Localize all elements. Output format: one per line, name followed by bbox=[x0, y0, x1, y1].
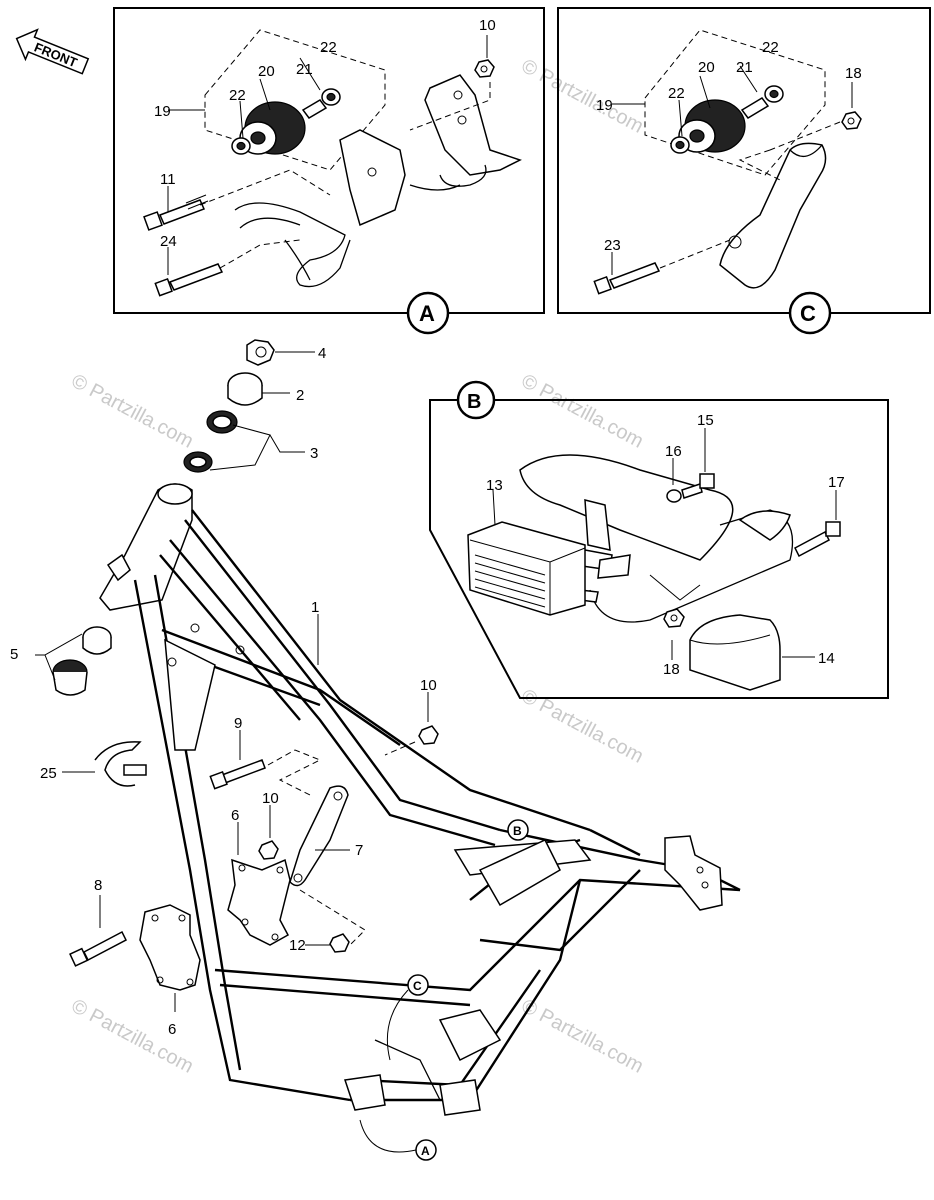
frame-tube-icon bbox=[519, 454, 734, 561]
top-tube-icon bbox=[184, 519, 501, 832]
callout-20-label: 20 bbox=[698, 59, 715, 76]
callout-10-label: 10 bbox=[262, 790, 279, 807]
callout-11-label: 11 bbox=[160, 171, 176, 188]
nut-10-icon bbox=[474, 59, 495, 78]
bracket-tube-icon bbox=[234, 202, 351, 288]
watermark-text: © Partzilla.com bbox=[518, 370, 647, 453]
callout-2-label: 2 bbox=[296, 387, 304, 404]
watermark-text: © Partzilla.com bbox=[518, 55, 647, 138]
callout-23-label: 23 bbox=[604, 237, 621, 254]
callout-21-label: 21 bbox=[736, 59, 753, 76]
callout-12-label: 12 bbox=[289, 937, 306, 954]
nut-18-icon bbox=[841, 111, 862, 130]
watermark-text: © Partzilla.com bbox=[518, 995, 647, 1078]
rear-bracket-icon bbox=[664, 835, 723, 911]
front-arrow-icon bbox=[15, 28, 90, 75]
regulator-13-icon bbox=[467, 521, 586, 616]
cover-14-icon bbox=[689, 614, 781, 691]
down-tube-icon bbox=[133, 579, 351, 1102]
callout-3-label: 3 bbox=[310, 445, 318, 462]
detail-b-ref-label: B bbox=[513, 824, 522, 838]
callout-13-label: 13 bbox=[486, 477, 503, 494]
bolt-9-icon bbox=[221, 759, 266, 784]
sleeve-21-icon bbox=[301, 99, 328, 119]
callout-15-label: 15 bbox=[697, 412, 714, 429]
callout-19-label: 19 bbox=[154, 103, 171, 120]
detail-b-marker bbox=[456, 380, 496, 420]
detail-c-border bbox=[557, 7, 931, 314]
callout-22-label: 22 bbox=[762, 39, 779, 56]
sleeve-21-icon bbox=[740, 97, 770, 119]
bolt-17-icon bbox=[794, 530, 830, 558]
plate-6-icon bbox=[227, 858, 291, 946]
callout-10-label: 10 bbox=[479, 17, 496, 34]
detail-a-panel: 19 20 21 22 22 11 24 10 A bbox=[113, 7, 545, 335]
callout-5-label: 5 bbox=[10, 646, 18, 663]
bolt-24-icon bbox=[154, 278, 173, 297]
detail-c-ref-label: C bbox=[413, 979, 422, 993]
bolt-15-icon bbox=[681, 483, 703, 499]
callout-10-label: 10 bbox=[420, 677, 437, 694]
nut-4-icon bbox=[246, 339, 275, 366]
callout-22-label: 22 bbox=[668, 85, 685, 102]
nut-10-icon bbox=[258, 840, 279, 860]
mount-7-icon bbox=[289, 785, 349, 887]
detail-a-marker bbox=[406, 291, 450, 335]
callout-21-label: 21 bbox=[296, 61, 313, 78]
band-25-icon bbox=[94, 741, 142, 787]
bracket-c-icon bbox=[719, 142, 827, 289]
callout-19-label: 19 bbox=[596, 97, 613, 114]
bolt-23-icon bbox=[593, 276, 612, 295]
front-arrow: FRONT bbox=[15, 28, 90, 75]
callout-6-label: 6 bbox=[231, 807, 239, 824]
callout-22-label: 22 bbox=[320, 39, 337, 56]
nut-12-icon bbox=[329, 933, 350, 953]
callout-25-label: 25 bbox=[40, 765, 57, 782]
nut-18-icon bbox=[663, 608, 685, 628]
callout-18-label: 18 bbox=[663, 661, 680, 678]
detail-a-ref-label: A bbox=[421, 1144, 430, 1158]
callout-17-label: 17 bbox=[828, 474, 845, 491]
callout-8-label: 8 bbox=[94, 877, 102, 894]
detail-a-border bbox=[113, 7, 545, 314]
bolt-11-icon bbox=[143, 211, 163, 231]
detail-b-border bbox=[429, 399, 889, 699]
washer-16-icon bbox=[666, 489, 682, 503]
callout-6-label: 6 bbox=[168, 1021, 176, 1038]
watermark-text: © Partzilla.com bbox=[68, 370, 197, 453]
detail-a-marker-label: A bbox=[419, 301, 435, 326]
callout-9-label: 9 bbox=[234, 715, 242, 732]
front-arrow-label: FRONT bbox=[32, 40, 79, 71]
callout-20-label: 20 bbox=[258, 63, 275, 80]
main-frame: 1 B C A 4 2 3 5 25 9 10 bbox=[10, 339, 741, 1161]
callout-1-label: 1 bbox=[311, 599, 319, 616]
callout-7-label: 7 bbox=[355, 842, 363, 859]
plate-6-icon bbox=[139, 904, 201, 991]
detail-c-panel: 19 20 21 22 22 18 23 C bbox=[557, 7, 931, 335]
watermark-text: © Partzilla.com bbox=[68, 995, 197, 1078]
detail-c-marker bbox=[788, 291, 832, 335]
callout-4-label: 4 bbox=[318, 345, 326, 362]
detail-c-marker-label: C bbox=[800, 301, 816, 326]
callout-18-label: 18 bbox=[845, 65, 862, 82]
nut-10-icon bbox=[418, 725, 439, 745]
detail-b-marker-label: B bbox=[467, 391, 481, 413]
callout-14-label: 14 bbox=[818, 650, 835, 667]
bolt-8-icon bbox=[83, 930, 127, 962]
detail-b-ref-marker bbox=[507, 819, 529, 841]
detail-b-panel: 13 16 15 17 18 14 B bbox=[429, 380, 889, 699]
detail-c-ref-marker bbox=[407, 974, 429, 996]
callout-22-label: 22 bbox=[229, 87, 246, 104]
callout-16-label: 16 bbox=[665, 443, 682, 460]
callout-24-label: 24 bbox=[160, 233, 177, 250]
